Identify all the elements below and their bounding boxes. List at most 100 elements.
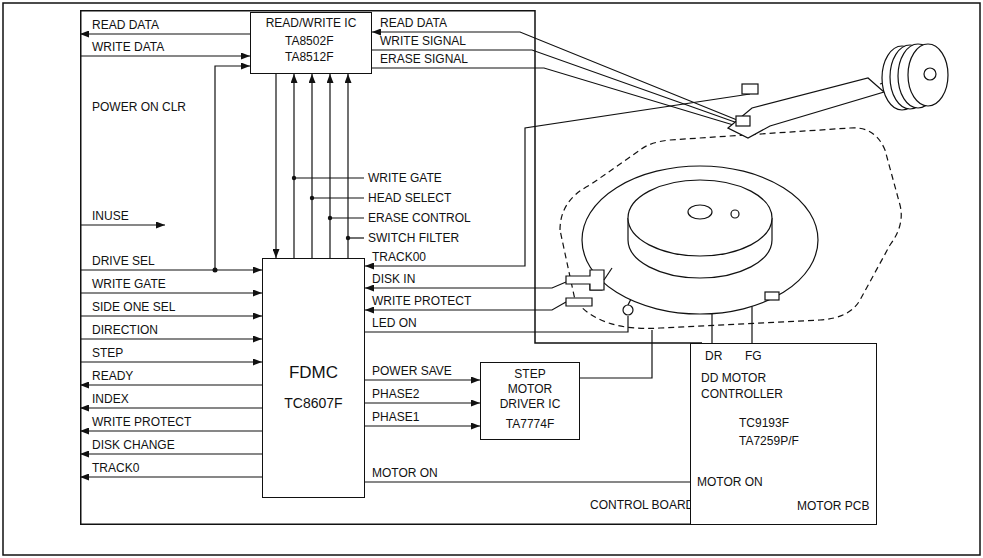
signal-connector bbox=[365, 380, 480, 381]
signal-name: POWER ON CLR bbox=[92, 100, 186, 114]
driver-chip-box: STEP MOTOR DRIVER IC TA7774F bbox=[480, 362, 580, 440]
signal-name: WRITE SIGNAL bbox=[380, 34, 466, 48]
turntable-ring bbox=[582, 166, 818, 314]
label-leader bbox=[312, 197, 364, 198]
signal-wire bbox=[80, 430, 262, 431]
board-name: MOTOR PCB bbox=[797, 499, 869, 513]
connector-line bbox=[347, 74, 348, 258]
disk-in-switch bbox=[566, 270, 604, 290]
connector-line bbox=[293, 74, 294, 258]
signal-name: READ DATA bbox=[92, 18, 159, 32]
signal-wire bbox=[80, 407, 262, 408]
label-leader bbox=[348, 237, 364, 238]
signal-connector bbox=[292, 74, 364, 258]
junction-dot bbox=[346, 236, 350, 240]
chip-title: DD MOTOR CONTROLLER bbox=[701, 370, 797, 402]
signal-name: DISK CHANGE bbox=[92, 438, 175, 452]
read-write-head bbox=[736, 116, 750, 126]
signal-name: PHASE1 bbox=[372, 410, 419, 424]
junction-dot bbox=[328, 216, 332, 220]
label-leader bbox=[330, 217, 364, 218]
write-protect-switch bbox=[566, 298, 592, 306]
signal-name: DIRECTION bbox=[92, 323, 158, 337]
signal-wire bbox=[580, 330, 652, 378]
signal-connector bbox=[365, 482, 690, 483]
signal-wire bbox=[80, 292, 262, 293]
part-number: TA8502F TA8512F bbox=[285, 33, 347, 65]
signal-connector bbox=[310, 74, 364, 258]
signal-name: MOTOR ON bbox=[372, 466, 438, 480]
chip-title: FDMC bbox=[289, 363, 338, 383]
connector-line bbox=[365, 481, 690, 482]
signal-name: HEAD SELECT bbox=[368, 191, 451, 205]
pin-name: DR bbox=[705, 349, 722, 363]
chip-title: STEP MOTOR DRIVER IC bbox=[496, 367, 564, 412]
part-number: TC8607F bbox=[284, 395, 342, 411]
signal-name: INDEX bbox=[92, 392, 129, 406]
signal-wire bbox=[80, 384, 262, 385]
signal-wire bbox=[80, 33, 250, 34]
label-leader bbox=[294, 177, 364, 178]
signal-name: WRITE DATA bbox=[92, 40, 164, 54]
connector-line bbox=[365, 402, 480, 403]
signal-wire bbox=[80, 315, 262, 316]
signal-name: READ DATA bbox=[380, 16, 447, 30]
connector-line bbox=[365, 425, 480, 426]
signal-wire bbox=[751, 306, 752, 343]
read-write-ic-box: READ/WRITE IC TA8502F TA8512F bbox=[250, 12, 372, 74]
signal-name: WRITE GATE bbox=[368, 171, 442, 185]
board-name: CONTROL BOARD bbox=[590, 498, 694, 512]
spindle-top bbox=[628, 180, 772, 256]
connector-line bbox=[275, 74, 276, 258]
signal-wire bbox=[80, 269, 262, 270]
signal-connector bbox=[328, 74, 364, 258]
connector-line bbox=[329, 74, 330, 258]
part-number: TA7774F bbox=[506, 417, 554, 431]
signal-name: WRITE GATE bbox=[92, 277, 166, 291]
board-outline-path bbox=[81, 11, 702, 525]
signal-wire bbox=[372, 50, 746, 126]
signal-wire bbox=[365, 316, 628, 332]
junction-dot bbox=[310, 196, 314, 200]
signal-wire bbox=[372, 32, 742, 122]
signal-wire bbox=[80, 224, 165, 225]
connector-line bbox=[311, 74, 312, 258]
signal-name: SWITCH FILTER bbox=[368, 231, 459, 245]
pin-name: MOTOR ON bbox=[697, 475, 763, 489]
signal-name: PHASE2 bbox=[372, 387, 419, 401]
signal-name: READY bbox=[92, 369, 133, 383]
stepper-motor-face bbox=[908, 44, 948, 106]
part-number: TC9193F TA7259P/F bbox=[739, 414, 819, 450]
track-sensor bbox=[742, 84, 758, 94]
drive-pin bbox=[731, 210, 739, 218]
signal-wire bbox=[80, 361, 262, 362]
signal-name: DISK IN bbox=[372, 272, 415, 286]
signal-connector bbox=[365, 426, 480, 427]
sensor-block bbox=[765, 292, 779, 300]
junction-dot bbox=[213, 268, 218, 273]
signal-name: TRACK00 bbox=[372, 250, 426, 264]
signal-connector bbox=[365, 403, 480, 404]
stepper-motor-shaft bbox=[924, 68, 936, 80]
signal-name: LED ON bbox=[372, 316, 417, 330]
connector-line bbox=[365, 379, 480, 380]
spindle-hub bbox=[688, 205, 712, 219]
signal-wire bbox=[215, 66, 250, 270]
switch-lever bbox=[604, 268, 612, 280]
signal-connector bbox=[276, 74, 277, 258]
signal-name: INUSE bbox=[92, 209, 129, 223]
signal-name: ERASE CONTROL bbox=[368, 211, 471, 225]
signal-wire bbox=[711, 313, 712, 343]
signal-wire bbox=[372, 68, 750, 130]
chip-title: READ/WRITE IC bbox=[266, 16, 357, 30]
signal-name: TRACK0 bbox=[92, 461, 139, 475]
signal-connector bbox=[346, 74, 364, 258]
signal-name: WRITE PROTECT bbox=[92, 415, 191, 429]
signal-name: SIDE ONE SEL bbox=[92, 300, 175, 314]
drive-illustration bbox=[560, 44, 948, 328]
base-plate-outline bbox=[560, 128, 901, 329]
motor-pcb-box: DRFGDD MOTOR CONTROLLERTC9193F TA7259P/F… bbox=[690, 343, 877, 525]
signal-wire bbox=[80, 453, 262, 454]
signal-name: ERASE SIGNAL bbox=[380, 52, 468, 66]
